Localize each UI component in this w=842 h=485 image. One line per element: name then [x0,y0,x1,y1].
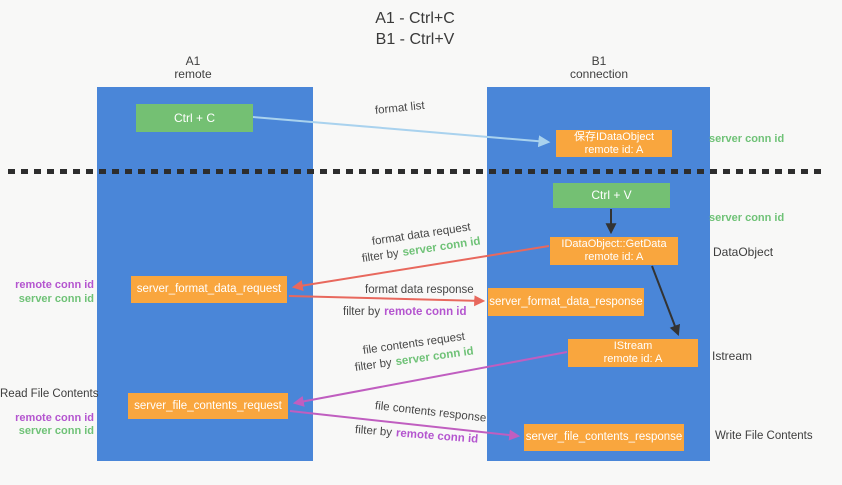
node-istream-line1: IStream [613,340,653,352]
node-getdata-line2: remote id: A [584,251,644,263]
lane-b1-role: connection [569,67,629,81]
session-divider-dotted-line [8,169,824,174]
node-save-idataobject: 保存IDataObject remote id: A [556,130,672,157]
lane-a1-name: A1 [185,54,201,68]
write-file-contents-label: Write File Contents [715,430,813,442]
istream-label: Istream [712,349,753,363]
node-save-line1: 保存IDataObject [573,130,655,143]
node-ctrl-v-label: Ctrl + V [591,188,632,202]
node-istream: IStream remote id: A [568,339,698,367]
title-line-2: B1 - Ctrl+V [375,31,455,48]
filter-by-text: filter by [361,247,400,265]
label-format-data-response: format data response [365,284,474,296]
remote-conn-id-text: remote conn id [395,427,479,446]
lane-a1-role: remote [174,67,212,81]
node-file-response-label: server_file_contents_response [525,431,683,443]
label-file-contents-response: file contents response [374,400,487,425]
node-file-request-label: server_file_contents_request [134,399,282,412]
node-getdata-line1: IDataObject::GetData [561,238,667,250]
diagram-title: A1 - Ctrl+C B1 - Ctrl+V [330,8,500,50]
left-remote-conn-id-1: remote conn id [15,279,94,291]
left-server-conn-id-2: server conn id [18,425,94,437]
title-line-1: A1 - Ctrl+C [375,10,455,27]
node-ctrl-c-label: Ctrl + C [173,110,215,125]
filter-by-text: filter by [354,424,393,439]
dataobject-label: DataObject [713,245,774,259]
node-idataobject-getdata: IDataObject::GetData remote id: A [550,237,678,265]
node-server-format-data-request: server_format_data_request [131,276,287,303]
node-server-file-contents-request: server_file_contents_request [128,393,288,419]
lane-b1-name: B1 [591,54,607,68]
filter-by-text: filter by [354,356,393,374]
node-server-file-contents-response: server_file_contents_response [524,424,684,451]
node-server-format-data-response: server_format_data_response [488,288,644,316]
node-format-request-label: server_format_data_request [136,283,282,295]
right-server-conn-id-1: server conn id [709,133,785,145]
node-istream-line2: remote id: A [603,353,663,365]
right-server-conn-id-2: server conn id [709,212,785,224]
label-format-list: format list [374,99,426,117]
filter-by-text: filter by [343,306,381,318]
format-data-response-arrow [288,295,486,307]
node-ctrl-c: Ctrl + C [136,104,253,132]
left-server-conn-id-1: server conn id [18,293,94,305]
node-save-line2: remote id: A [584,143,644,156]
left-remote-conn-id-2: remote conn id [15,412,94,424]
node-ctrl-v: Ctrl + V [553,183,670,208]
node-format-response-label: server_format_data_response [489,295,643,308]
remote-conn-id-text: remote conn id [384,306,467,318]
lane-header-a1: A1 remote [148,55,238,81]
read-file-contents-label: Read File Contents [0,388,99,400]
lane-header-b1: B1 connection [554,55,644,81]
